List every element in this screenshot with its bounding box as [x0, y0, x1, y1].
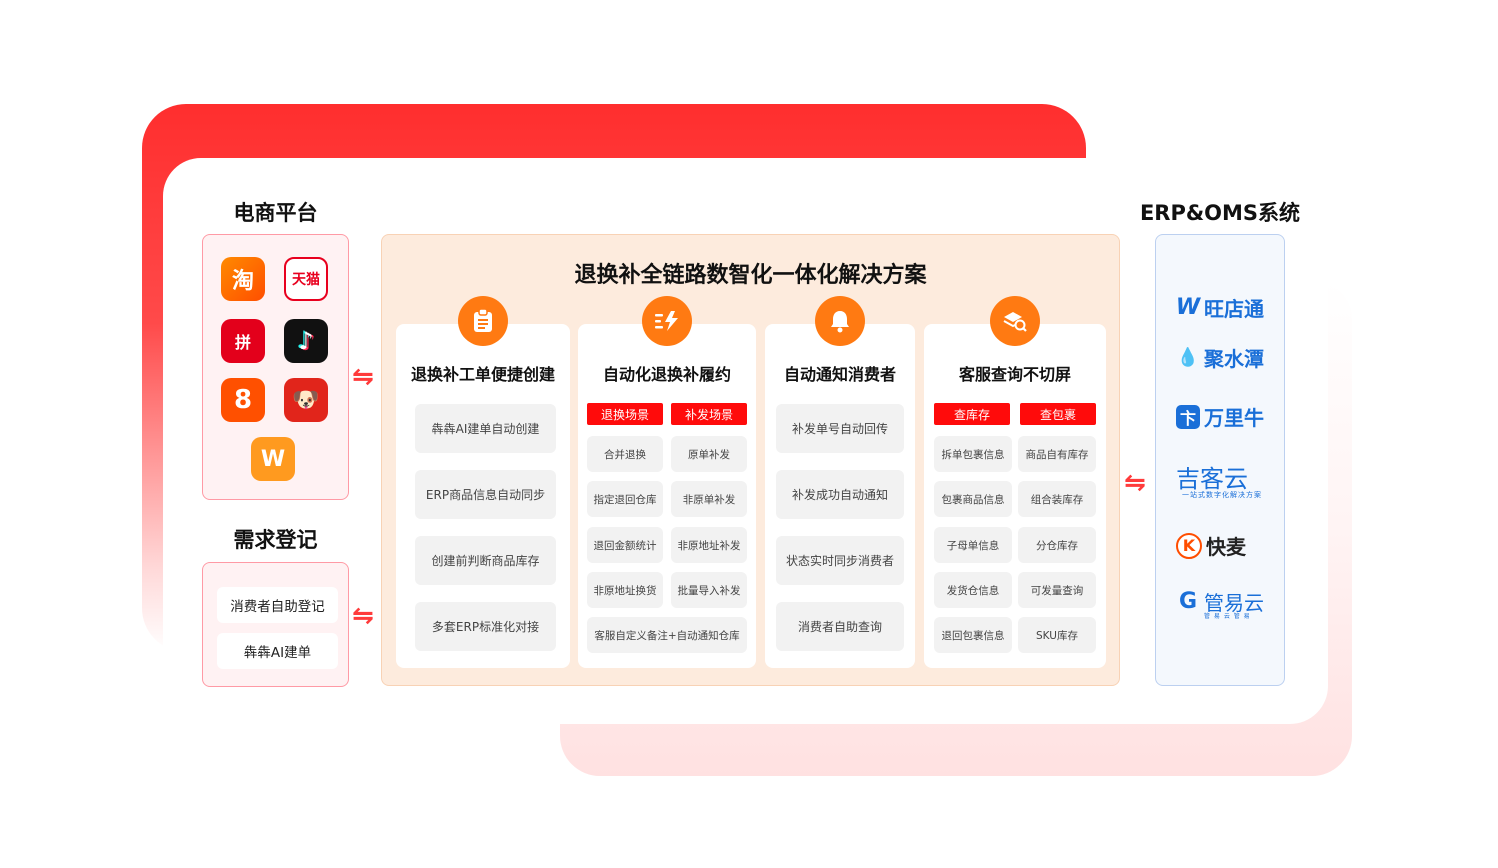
- grid-cell-wide: 客服自定义备注+自动通知仓库: [587, 617, 747, 653]
- wangdiantong-icon: W: [1175, 295, 1201, 320]
- kuaishou-icon[interactable]: 8: [221, 378, 265, 422]
- column-fulfillment: 自动化退换补履约 退换场景 补发场景 合并退换 原单补发 指定退回仓库 非原单补…: [578, 296, 756, 668]
- erp-name: 聚水潭: [1204, 347, 1264, 371]
- jd-icon[interactable]: 🐶: [284, 378, 328, 422]
- grid-cell: 商品自有库存: [1018, 436, 1096, 472]
- sync-arrow-erp: ⇋: [1124, 468, 1146, 498]
- erp-name: 快麦: [1206, 535, 1246, 559]
- erp-name: 吉客云: [1176, 465, 1248, 493]
- grid-cell: 退回金额统计: [587, 527, 663, 563]
- grid-cell: 非原单补发: [671, 481, 747, 517]
- kuaimai-icon: K: [1176, 532, 1202, 559]
- weidian-icon[interactable]: W: [251, 437, 295, 481]
- column-service-query: 客服查询不切屏 查库存 查包裹 拆单包裹信息 商品自有库存 包裹商品信息 组合装…: [924, 296, 1106, 668]
- erp-name: 万里牛: [1204, 406, 1264, 430]
- pinduoduo-icon[interactable]: 拼: [221, 319, 265, 363]
- tag-query-package: 查包裹: [1020, 403, 1096, 425]
- erp-box: W 旺店通 💧 聚水潭 卞 万里牛 吉客云 一站式数字化解决方案 K 快麦 G …: [1155, 234, 1285, 686]
- grid-cell: 原单补发: [671, 436, 747, 472]
- solution-title: 退换补全链路数智化一体化解决方案: [574, 263, 927, 288]
- grid-cell: 发货仓信息: [934, 572, 1012, 608]
- list-item: 消费者自助查询: [776, 602, 904, 651]
- grid-cell: 合并退换: [587, 436, 663, 472]
- tag-query-inventory: 查库存: [934, 403, 1010, 425]
- erp-logo-guanyiyun[interactable]: G 管易云: [1176, 587, 1264, 616]
- solution-panel: 退换补全链路数智化一体化解决方案 退换补工单便捷创建 犇犇AI建单自动创建 ER…: [381, 234, 1120, 686]
- demand-item-ai-order[interactable]: 犇犇AI建单: [217, 633, 338, 669]
- list-item: 犇犇AI建单自动创建: [415, 404, 556, 453]
- tmall-icon[interactable]: 天猫: [284, 257, 328, 301]
- grid-cell: 可发量查询: [1018, 572, 1096, 608]
- grid-cell: 批量导入补发: [671, 572, 747, 608]
- demand-title: 需求登记: [233, 528, 318, 552]
- search-box-icon: [990, 296, 1040, 346]
- column-title: 客服查询不切屏: [958, 365, 1071, 384]
- erp-title: ERP&OMS系统: [1139, 201, 1301, 225]
- lightning-icon: [642, 296, 692, 346]
- guanyiyun-icon: G: [1178, 589, 1198, 614]
- erp-logo-jikeyun[interactable]: 吉客云: [1176, 459, 1248, 494]
- grid-cell: 拆单包裹信息: [934, 436, 1012, 472]
- demand-box: 消费者自助登记 犇犇AI建单: [202, 562, 349, 687]
- grid-cell: 分仓库存: [1018, 527, 1096, 563]
- demand-item-self-register[interactable]: 消费者自助登记: [217, 587, 338, 623]
- erp-name: 管易云: [1204, 591, 1264, 615]
- list-item: 多套ERP标准化对接: [415, 602, 556, 651]
- column-notify-consumer: 自动通知消费者 补发单号自动回传 补发成功自动通知 状态实时同步消费者 消费者自…: [765, 296, 915, 668]
- list-item: 补发单号自动回传: [776, 404, 904, 453]
- erp-logo-jushuitan[interactable]: 💧 聚水潭: [1176, 343, 1264, 372]
- tag-reissue-scene: 补发场景: [671, 403, 747, 425]
- column-title: 自动通知消费者: [783, 365, 896, 384]
- erp-sub: 一站式数字化解决方案: [1182, 491, 1262, 499]
- douyin-icon[interactable]: ♪: [284, 319, 328, 363]
- taobao-icon[interactable]: 淘: [221, 257, 265, 301]
- clipboard-icon: [458, 296, 508, 346]
- column-ticket-creation: 退换补工单便捷创建 犇犇AI建单自动创建 ERP商品信息自动同步 创建前判断商品…: [396, 296, 570, 668]
- water-drop-icon: 💧: [1176, 347, 1200, 368]
- column-title: 退换补工单便捷创建: [410, 365, 555, 384]
- grid-cell: 指定退回仓库: [587, 481, 663, 517]
- sync-arrow-platform: ⇋: [352, 362, 374, 392]
- list-item: ERP商品信息自动同步: [415, 470, 556, 519]
- sync-arrow-demand: ⇋: [352, 601, 374, 631]
- grid-cell: 组合装库存: [1018, 481, 1096, 517]
- erp-logo-kuaimai[interactable]: K 快麦: [1176, 531, 1246, 560]
- list-item: 创建前判断商品库存: [415, 536, 556, 585]
- erp-sub: 管 易 云 管 易: [1204, 613, 1251, 620]
- erp-name: 旺店通: [1204, 297, 1264, 321]
- grid-cell: 包裹商品信息: [934, 481, 1012, 517]
- platform-title: 电商平台: [233, 201, 318, 225]
- platform-box: 淘 天猫 拼 ♪ 8 🐶 W: [202, 234, 349, 500]
- grid-cell: 非原地址补发: [671, 527, 747, 563]
- erp-logo-wanliniu[interactable]: 卞 万里牛: [1176, 402, 1264, 431]
- erp-logo-wangdiantong[interactable]: W 旺店通: [1176, 293, 1264, 322]
- grid-cell: 非原地址换货: [587, 572, 663, 608]
- grid-cell: 退回包裹信息: [934, 617, 1012, 653]
- list-item: 补发成功自动通知: [776, 470, 904, 519]
- list-item: 状态实时同步消费者: [776, 536, 904, 585]
- column-title: 自动化退换补履约: [602, 365, 731, 384]
- wanliniu-icon: 卞: [1176, 404, 1200, 429]
- bell-icon: [815, 296, 865, 346]
- grid-cell: 子母单信息: [934, 527, 1012, 563]
- grid-cell: SKU库存: [1018, 617, 1096, 653]
- tag-exchange-scene: 退换场景: [587, 403, 663, 425]
